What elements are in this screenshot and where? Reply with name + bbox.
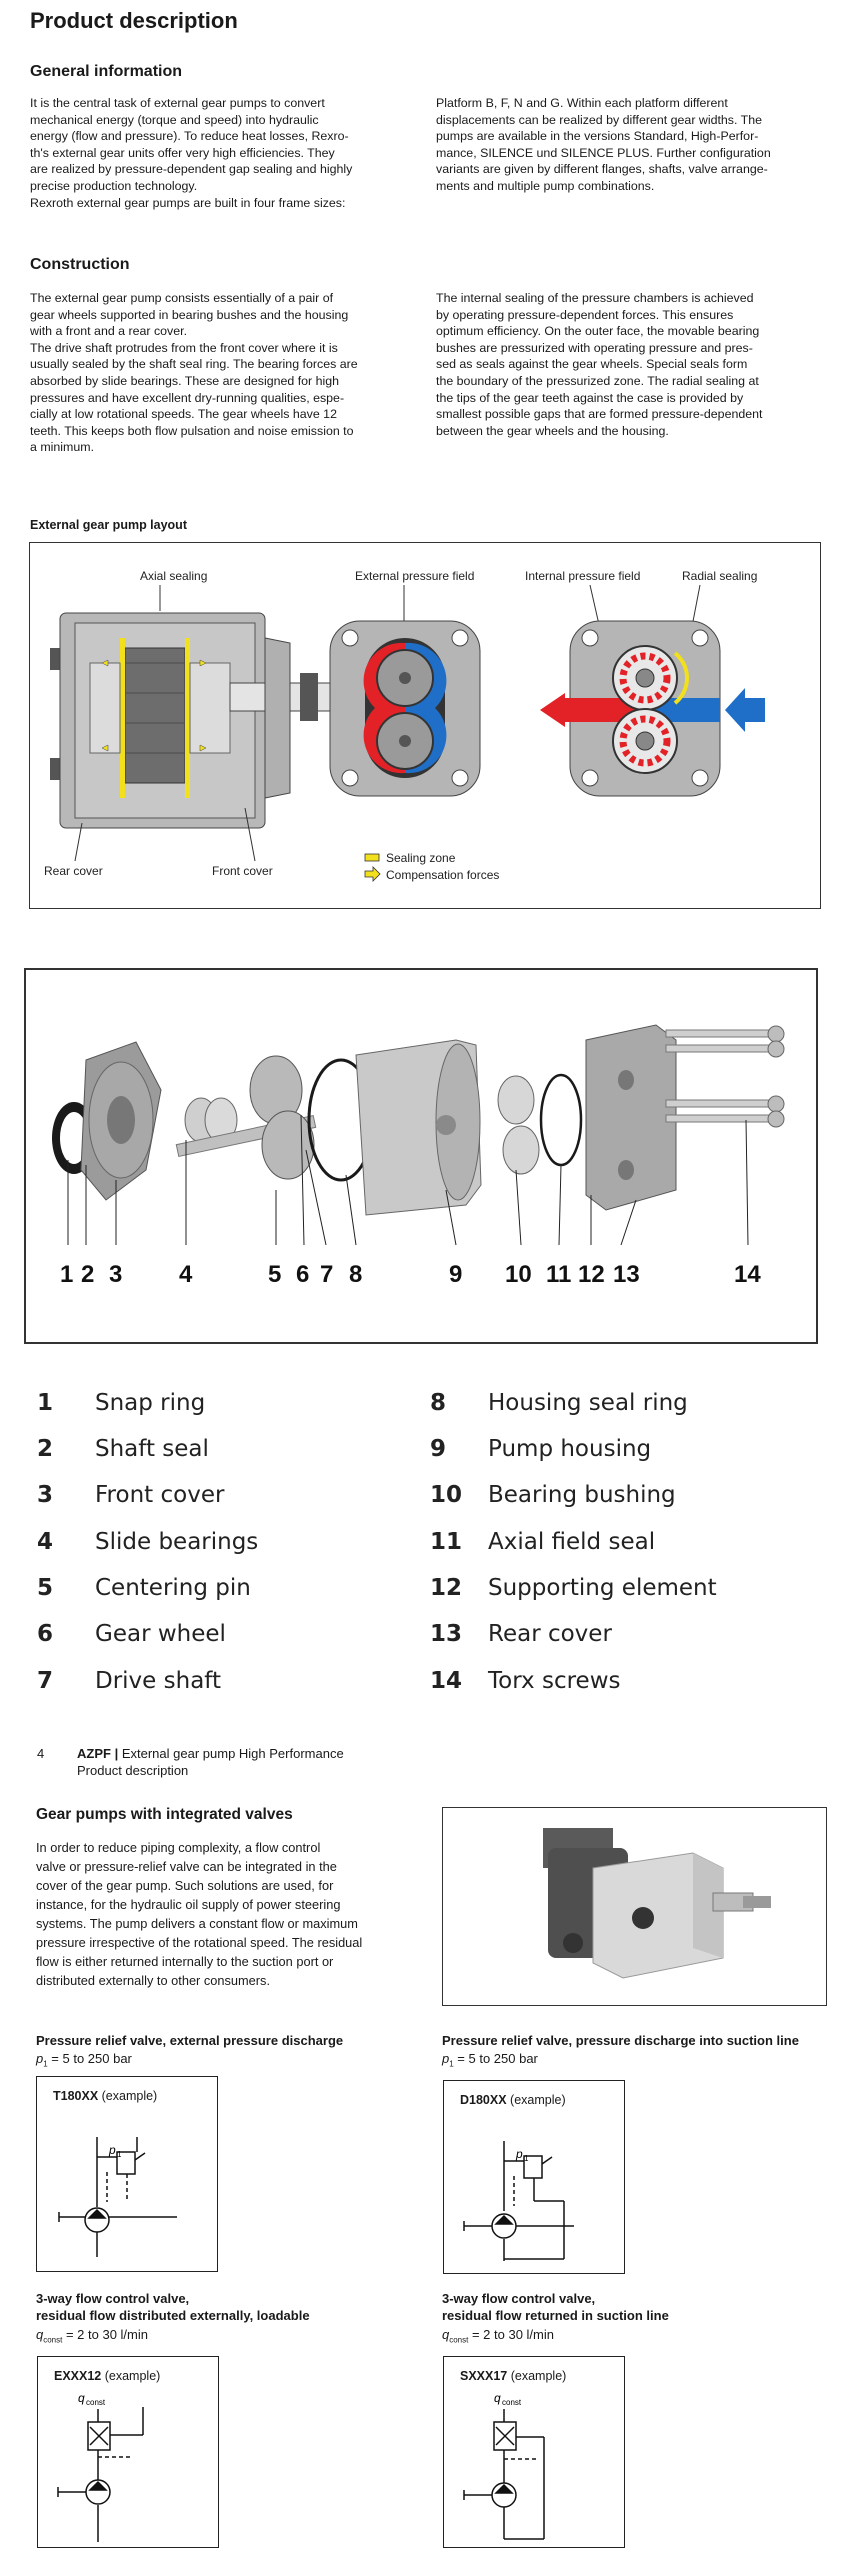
callout-2: 2 (81, 1261, 94, 1288)
label-front-cover: Front cover (212, 864, 273, 878)
external-pressure-field-view (329, 620, 481, 797)
valve-3-symbol: q const (57, 2391, 144, 2542)
valve-2-schematic: D180XX (example) p 1 (443, 2080, 625, 2274)
callout-1: 1 (60, 1261, 73, 1288)
callout-3: 3 (109, 1261, 122, 1288)
callout-6: 6 (296, 1261, 309, 1288)
callout-12: 12 (578, 1261, 605, 1288)
valve-3-code: EXXX12 (example) (54, 2369, 161, 2383)
valve-1-param: p1 = 5 to 250 bar (36, 2051, 132, 2069)
valve-3-title: 3-way flow control valve,residual flow d… (36, 2291, 310, 2323)
label-internal-pressure-field: Internal pressure field (525, 569, 640, 583)
callout-10: 10 (505, 1261, 532, 1288)
svg-text:p: p (108, 2143, 116, 2157)
callout-14: 14 (734, 1261, 761, 1288)
construction-heading: Construction (30, 256, 130, 273)
valve-1-schematic: T180XX (example) p 1 (36, 2076, 218, 2272)
valve-3-param: qconst = 2 to 30 l/min (36, 2327, 148, 2345)
construction-text-left: The external gear pump consists essentia… (30, 291, 358, 455)
page-title: Product description (30, 8, 238, 33)
pump-side-view (50, 612, 341, 829)
callout-5: 5 (268, 1261, 281, 1288)
pump-photo (442, 1807, 827, 2006)
layout-figure-drawing: Axial sealing External pressure field In… (44, 569, 765, 882)
label-axial-sealing: Axial sealing (140, 569, 207, 583)
valve-2-param: p1 = 5 to 250 bar (442, 2051, 538, 2069)
pump-photo-drawing (543, 1828, 771, 1979)
exploded-view-figure: 1 2 3 4 5 6 7 8 9 10 11 12 13 14 (24, 968, 818, 1344)
layout-figure: Axial sealing External pressure field In… (29, 542, 821, 909)
callout-13: 13 (613, 1261, 640, 1288)
label-external-pressure-field: External pressure field (355, 569, 474, 583)
valve-4-code: SXXX17 (example) (460, 2369, 567, 2383)
valve-4-param: qconst = 2 to 30 l/min (442, 2327, 554, 2345)
svg-text:q: q (494, 2391, 501, 2405)
label-radial-sealing: Radial sealing (682, 569, 757, 583)
valve-1-title: Pressure relief valve, external pressure… (36, 2033, 344, 2048)
callout-4: 4 (179, 1261, 193, 1288)
valve-2-code: D180XX (example) (460, 2093, 566, 2107)
valve-3-schematic: EXXX12 (example) q const (37, 2356, 219, 2548)
valve-2-title: Pressure relief valve, pressure discharg… (442, 2033, 799, 2048)
valve-1-symbol: p 1 (58, 2137, 177, 2257)
product-code: AZPF (77, 1746, 111, 1761)
general-text-right: Platform B, F, N and G. Within each plat… (436, 96, 771, 193)
internal-pressure-field-view (540, 620, 765, 797)
compensation-arrow-icon (364, 866, 381, 882)
product-series: External gear pump High Performance (121, 1746, 344, 1761)
callout-11: 11 (546, 1261, 571, 1288)
general-text-left: It is the central task of external gear … (30, 96, 353, 210)
callout-9: 9 (449, 1261, 462, 1288)
layout-figure-caption: External gear pump layout (30, 518, 187, 532)
svg-text:1: 1 (117, 2150, 122, 2159)
valve-4-title: 3-way flow control valve,residual flow r… (442, 2291, 669, 2323)
sealing-zone-swatch (364, 853, 380, 862)
label-rear-cover: Rear cover (44, 864, 103, 878)
valve-1-code: T180XX (example) (53, 2089, 158, 2103)
callout-8: 8 (349, 1261, 362, 1288)
section-name: Product description (77, 1763, 189, 1778)
label-sealing-zone: Sealing zone (386, 851, 456, 865)
callout-7: 7 (320, 1261, 333, 1288)
svg-text:q: q (78, 2391, 85, 2405)
svg-text:p: p (515, 2147, 523, 2161)
svg-text:const: const (86, 2398, 106, 2407)
valve-4-schematic: SXXX17 (example) q const (443, 2356, 625, 2548)
label-compensation-forces: Compensation forces (386, 868, 499, 882)
svg-text:const: const (502, 2398, 522, 2407)
general-heading: General information (30, 63, 183, 80)
valves-heading: Gear pumps with integrated valves (36, 1806, 293, 1823)
svg-text:1: 1 (524, 2154, 529, 2163)
page-number: 4 (37, 1746, 45, 1761)
valves-text: In order to reduce piping complexity, a … (36, 1840, 363, 1988)
valve-2-symbol: p 1 (463, 2141, 574, 2261)
exploded-view-drawing: 1 2 3 4 5 6 7 8 9 10 11 12 13 14 (52, 1024, 785, 1288)
valve-4-symbol: q const (463, 2391, 545, 2540)
construction-text-right: The internal sealing of the pressure cha… (436, 291, 763, 438)
